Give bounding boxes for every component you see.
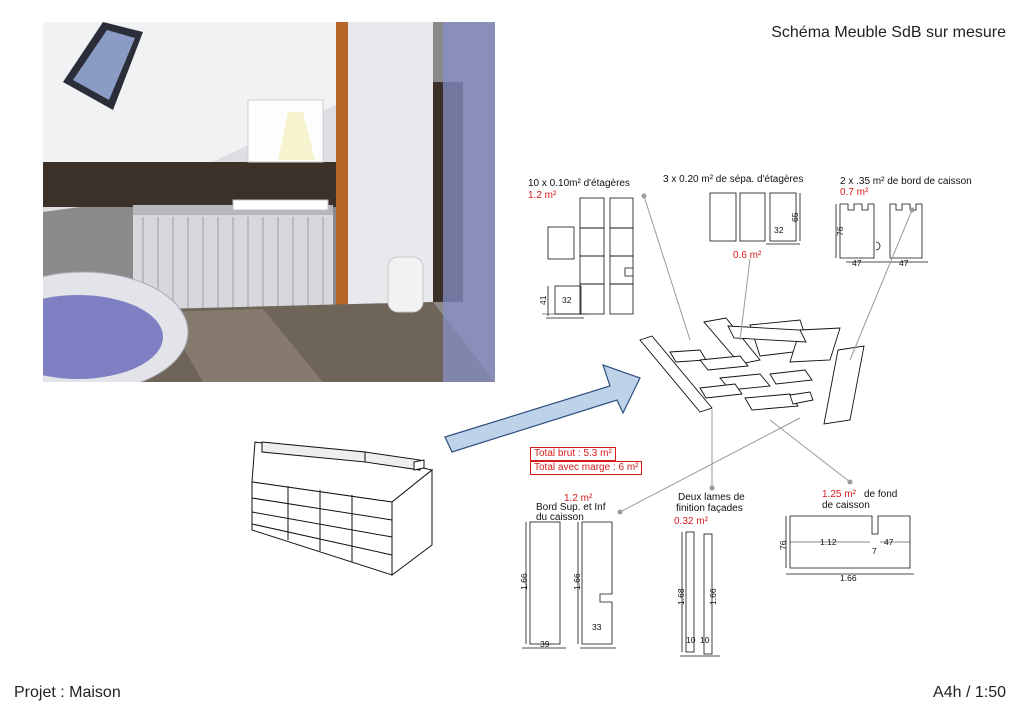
assembled-cabinet-sketch	[251, 441, 434, 576]
separators-dim-width: 32	[774, 225, 784, 235]
facade-dim-height-1: 1.68	[676, 588, 686, 605]
box-edge-dim-height: 76	[835, 226, 845, 236]
top-bottom-dim-width: 39	[540, 639, 550, 649]
back-panel-label-1: de fond	[864, 489, 897, 500]
back-panel-area: 1.25 m²	[822, 489, 857, 500]
leader-lines	[619, 195, 913, 513]
bathroom-render-image	[43, 22, 495, 382]
top-bottom-dim-height-1: 1.66	[519, 573, 529, 590]
facade-area: 0.32 m²	[674, 516, 709, 527]
box-edge-dim-width-1: 47	[852, 258, 862, 268]
render-illustration	[43, 22, 495, 382]
separator-parts	[709, 192, 801, 245]
exploded-assembly	[639, 317, 865, 425]
facade-label-2: finition façades	[676, 503, 743, 514]
back-panel-part	[785, 515, 914, 575]
facade-dim-width-2: 10	[700, 635, 710, 645]
direction-arrow	[444, 364, 641, 453]
top-bottom-label-2: du caisson	[536, 512, 584, 523]
facade-dim-height-2: 1.66	[708, 588, 718, 605]
shelves-area: 1.2 m²	[528, 190, 557, 201]
top-bottom-dim-notch: 33	[592, 622, 602, 632]
facade-strip-parts	[680, 531, 720, 657]
back-panel-dim-width-1: 1.12	[820, 537, 837, 547]
shelves-parts	[542, 197, 634, 319]
box-edge-label: 2 x .35 m² de bord de caisson	[840, 176, 972, 187]
back-panel-dim-height: 76	[778, 540, 788, 550]
sheet-format-scale: A4h / 1:50	[933, 684, 1006, 701]
project-name: Projet : Maison	[14, 684, 121, 701]
top-bottom-area: 1.2 m²	[564, 493, 593, 504]
total-with-margin-badge: Total avec marge : 6 m²	[530, 461, 643, 475]
box-edge-parts	[835, 203, 928, 263]
facade-dim-width-1: 10	[686, 635, 696, 645]
top-bottom-dim-height-2: 1.66	[572, 573, 582, 590]
top-bottom-label-1: Bord Sup. et Inf	[536, 502, 606, 513]
back-panel-dim-width-2: 47	[884, 537, 894, 547]
separators-dim-height: 65	[790, 212, 800, 222]
separators-area: 0.6 m²	[733, 250, 762, 261]
facade-label-1: Deux lames de	[678, 492, 745, 503]
separators-label: 3 x 0.20 m² de sépa. d'étagères	[663, 174, 803, 185]
back-panel-dim-notch: 7	[872, 546, 877, 556]
box-edge-dim-width-2: 47	[899, 258, 909, 268]
total-gross-badge: Total brut : 5.3 m²	[530, 447, 616, 461]
back-panel-dim-total: 1.66	[840, 573, 857, 583]
top-bottom-parts	[522, 521, 616, 649]
shelves-dim-width: 32	[562, 295, 572, 305]
back-panel-label-2: de caisson	[822, 500, 870, 511]
leader-dots	[617, 193, 915, 515]
page-title: Schéma Meuble SdB sur mesure	[771, 24, 1006, 41]
box-edge-area: 0.7 m²	[840, 187, 869, 198]
shelves-dim-height: 41	[538, 295, 548, 305]
shelves-label: 10 x 0.10m² d'étagères	[528, 178, 630, 189]
